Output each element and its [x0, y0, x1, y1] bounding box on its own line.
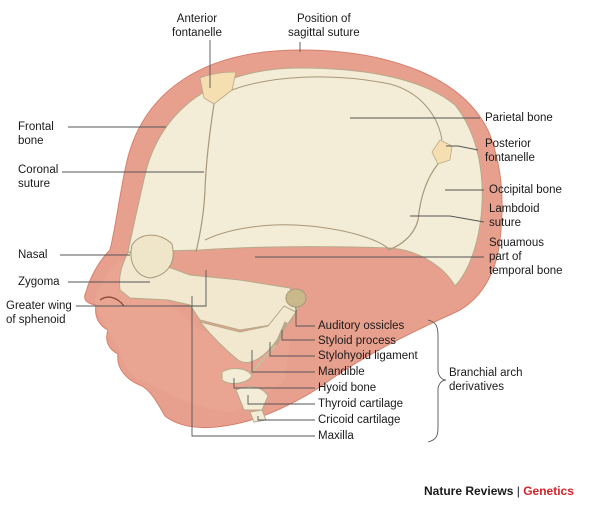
coronal-suture-line	[195, 103, 215, 253]
anterior-fontanelle-shape	[199, 71, 237, 105]
orbit-outline	[130, 234, 174, 279]
journal-name: Genetics	[523, 484, 574, 498]
auditory-ossicles-shape	[285, 288, 307, 308]
squamous-suture-line	[204, 224, 391, 251]
label-styloid-process: Styloid process	[318, 335, 396, 347]
label-sagittal-suture: Position of sagittal suture	[288, 13, 360, 39]
styloid-process-shape	[274, 321, 288, 346]
stylohyoid-ligament-shape	[251, 344, 277, 373]
label-coronal-suture: Coronal suture	[18, 164, 59, 190]
label-posterior-fontanelle: Posterior fontanelle	[485, 138, 535, 164]
label-mandible: Mandible	[318, 366, 365, 378]
label-anterior-fontanelle: Anterior fontanelle	[172, 13, 222, 39]
label-auditory-ossicles: Auditory ossicles	[318, 320, 405, 332]
mandible-shape	[198, 305, 297, 363]
publication-credit: Nature Reviews | Genetics	[424, 484, 574, 498]
publisher-name: Nature Reviews	[424, 484, 514, 498]
parietal-frontal-edge	[231, 76, 443, 141]
label-hyoid-bone: Hyoid bone	[318, 382, 377, 394]
label-thyroid-cartilage: Thyroid cartilage	[318, 398, 404, 410]
label-maxilla: Maxilla	[318, 430, 354, 442]
label-occipital-bone: Occipital bone	[489, 184, 562, 196]
label-lambdoid-suture: Lambdoid suture	[489, 203, 540, 229]
label-greater-wing: Greater wing of sphenoid	[6, 300, 72, 326]
leader-lines	[60, 40, 485, 443]
label-squamous-temporal: Squamous part of temporal bone	[489, 237, 563, 277]
label-frontal-bone: Frontal bone	[18, 121, 54, 147]
cranial-vault	[127, 67, 483, 287]
label-nasal: Nasal	[18, 249, 48, 261]
label-parietal-bone: Parietal bone	[485, 112, 553, 124]
label-branchial-arch: Branchial arch derivatives	[449, 367, 523, 393]
label-stylohyoid-ligament: Stylohyoid ligament	[318, 350, 418, 362]
hyoid-shape	[221, 368, 253, 384]
lambdoid-suture-line	[387, 163, 439, 251]
nostril-line	[99, 296, 125, 307]
label-cricoid-cartilage: Cricoid cartilage	[318, 414, 401, 426]
credit-separator: |	[516, 484, 520, 498]
label-zygoma: Zygoma	[18, 276, 60, 288]
